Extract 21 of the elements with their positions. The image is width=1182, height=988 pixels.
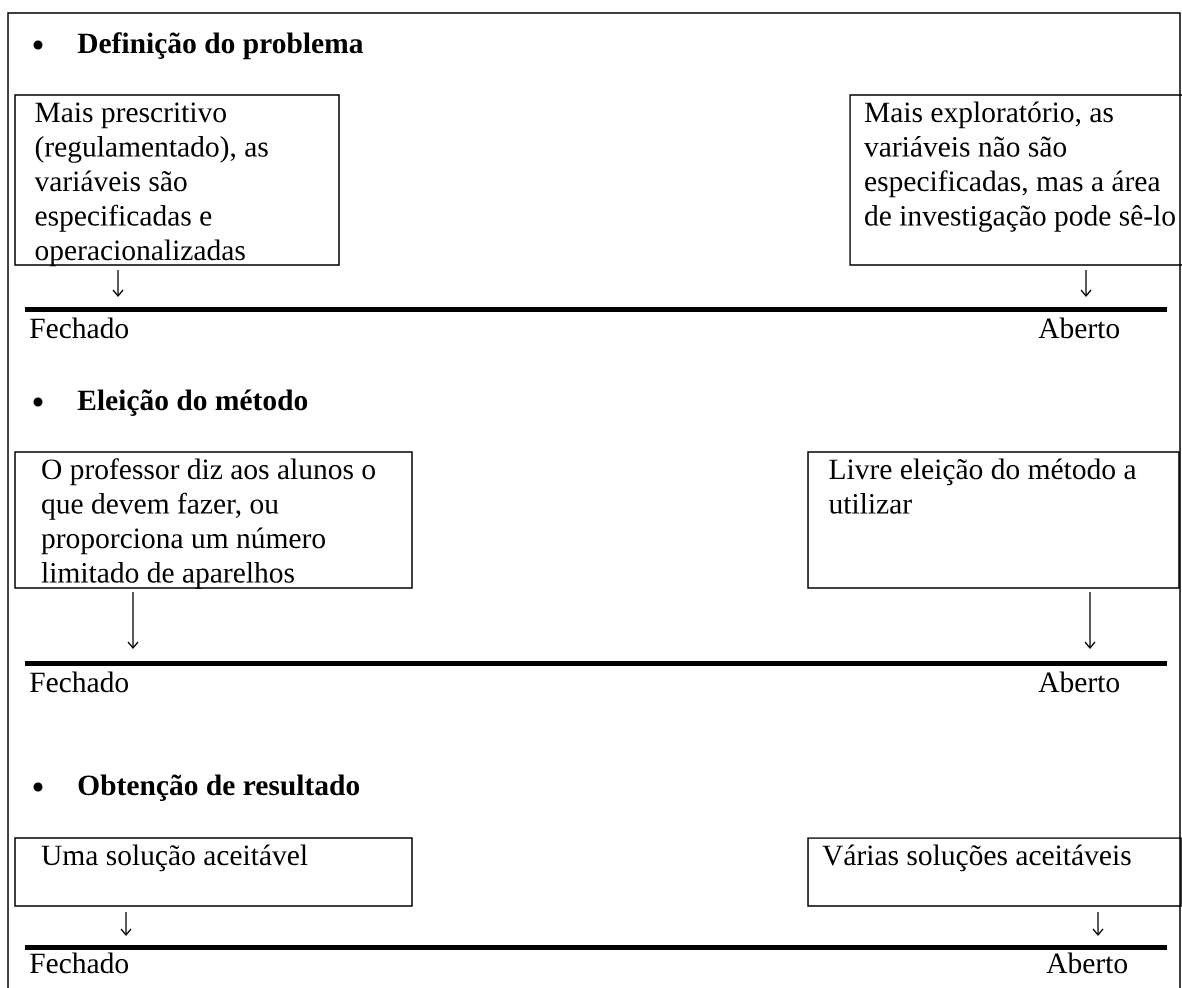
scale-end-label: Fechado: [30, 671, 129, 693]
text-box: O professor diz aos alunos o que devem fazer, ou proporciona um número limitado de aparelhos: [14, 451, 413, 589]
section-heading: Definição do problema: [77, 32, 364, 60]
arrow: [112, 269, 124, 297]
text-box: Livre eleição do método a utilizar: [807, 451, 1180, 589]
section-heading: Obtenção de resultado: [78, 774, 360, 802]
text-box: Mais exploratório, as variáveis não são especificadas, mas a área de investigação pode sê-lo: [849, 94, 1182, 266]
text-box: Mais prescritivo (regulamentado), as variáveis são especificadas e operacionalizadas: [14, 94, 340, 267]
scale-end-label: Aberto: [1038, 671, 1119, 693]
scale-end-label: Aberto: [1038, 317, 1119, 339]
section-heading: Eleição do método: [77, 389, 308, 417]
arrow: [1084, 591, 1096, 649]
scale-end-label: Aberto: [1046, 952, 1127, 974]
text-box: Uma solução aceitável: [14, 837, 413, 907]
arrow: [1092, 911, 1104, 936]
arrow: [1080, 269, 1092, 297]
text-box: Várias soluções aceitáveis: [807, 837, 1182, 907]
scale-end-label: Fechado: [30, 317, 129, 339]
arrow: [127, 591, 139, 649]
arrow: [120, 911, 132, 936]
scale-end-label: Fechado: [30, 952, 129, 974]
